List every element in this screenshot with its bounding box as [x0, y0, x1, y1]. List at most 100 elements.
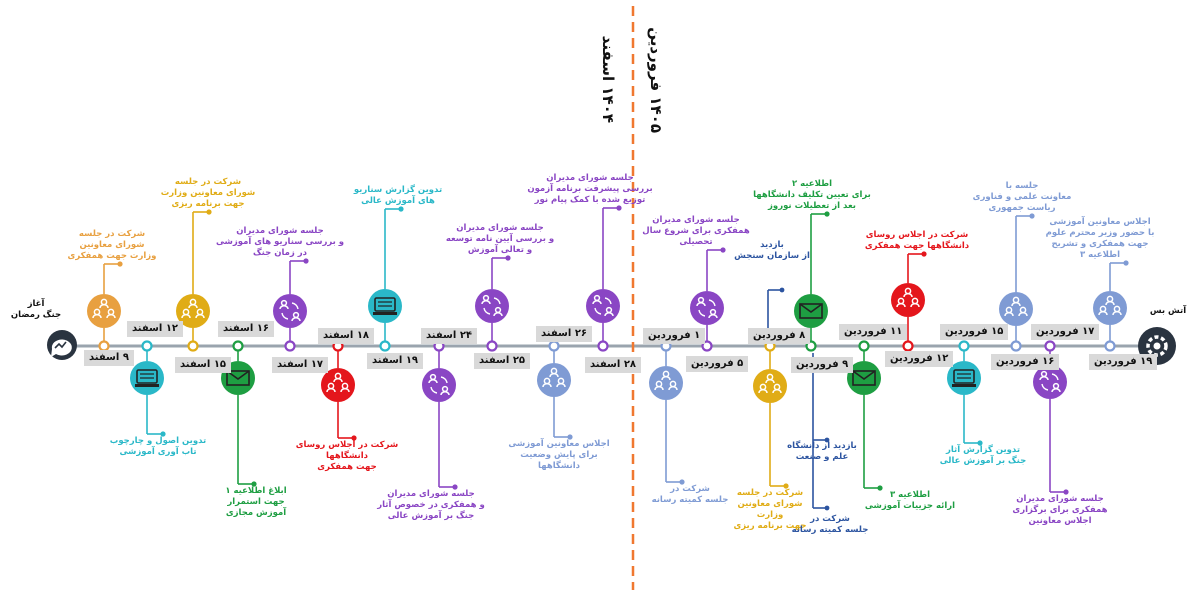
date-label-e11: ۲۸ اسفند [585, 357, 642, 373]
mail-icon [226, 370, 250, 386]
timeline-dot [858, 340, 870, 352]
event-e3 [176, 209, 212, 352]
connector-end-dot [398, 206, 404, 212]
date-label-e13: ۵ فروردین [686, 356, 749, 372]
event-e18 [947, 340, 983, 446]
meeting-icon [279, 299, 301, 322]
timeline-dot [958, 340, 970, 352]
meeting-icon [592, 294, 614, 317]
event-e2 [130, 340, 166, 437]
event-icon-circle [475, 289, 509, 323]
connector-end-dot [505, 255, 511, 261]
people-icon [181, 298, 205, 319]
event-e16 [847, 340, 883, 491]
event-icon-circle [176, 294, 210, 328]
event-icon-circle [794, 294, 828, 328]
connector-end-dot [303, 258, 309, 264]
people-icon [896, 287, 920, 308]
timeline-dot [284, 340, 296, 352]
event-icon-circle [87, 294, 121, 328]
monitor-icon [135, 369, 159, 387]
date-label-e4: ۱۶ اسفند [218, 321, 275, 337]
date-label-e1: ۹ اسفند [84, 350, 134, 366]
timeline-dot [597, 340, 609, 352]
connector-end-dot [117, 261, 123, 267]
date-label-e9: ۲۵ اسفند [474, 353, 531, 369]
date-label-e15: ۹ فروردین [791, 357, 854, 373]
event-e8 [422, 340, 458, 490]
event-icon-circle [273, 294, 307, 328]
timeline-dot [902, 340, 914, 352]
date-label-e7: ۱۹ اسفند [367, 353, 424, 369]
mail-icon [799, 303, 823, 319]
date-label-e16: ۱۱ فروردین [839, 324, 908, 340]
event-icon-circle [649, 366, 683, 400]
timeline-dot [486, 340, 498, 352]
event-icon-circle [690, 291, 724, 325]
start-chat-icon [47, 330, 77, 360]
connector-end-dot [1029, 213, 1035, 219]
date-label-e3: ۱۵ اسفند [175, 357, 232, 373]
date-label-e14: ۸ فروردین [748, 328, 811, 344]
connector-end-dot [921, 251, 927, 257]
meeting-icon [1039, 370, 1061, 393]
date-label-e6: ۱۸ اسفند [318, 328, 375, 344]
event-e5 [273, 258, 309, 352]
connector-end-dot [1123, 260, 1129, 266]
timeline-dot [232, 340, 244, 352]
connector-end-dot [877, 485, 883, 491]
meeting-icon [428, 373, 450, 396]
connector-end-dot [251, 481, 257, 487]
meeting-icon [696, 296, 718, 319]
event-icon-circle [753, 369, 787, 403]
mail-icon [852, 370, 876, 386]
date-label-e21: ۱۹ فروردین [1089, 354, 1158, 370]
annotation-x1 [767, 287, 785, 330]
event-e12 [649, 340, 685, 485]
date-label-e17: ۱۲ فروردین [885, 351, 954, 367]
event-e13 [690, 247, 726, 352]
timeline-dot [187, 340, 199, 352]
timeline-dot [548, 340, 560, 352]
timeline-dot [1010, 340, 1022, 352]
people-icon [654, 370, 678, 391]
event-e1 [87, 261, 123, 352]
connector-end-dot [452, 484, 458, 490]
connector-end-dot [720, 247, 726, 253]
monitor-icon [952, 369, 976, 387]
connector-end-dot [351, 435, 357, 441]
date-label-e19: ۱۶ فروردین [991, 354, 1060, 370]
year-label-1404: ۱۴۰۴ اسفند [599, 35, 617, 123]
connector-end-dot [783, 483, 789, 489]
annotation-x3 [812, 440, 830, 511]
people-icon [92, 298, 116, 319]
event-icon-circle [321, 368, 355, 402]
connector-end-dot [1063, 489, 1069, 495]
connector-end-dot [160, 431, 166, 437]
end-label: آتش بس [1149, 306, 1187, 316]
event-e11 [586, 205, 622, 352]
